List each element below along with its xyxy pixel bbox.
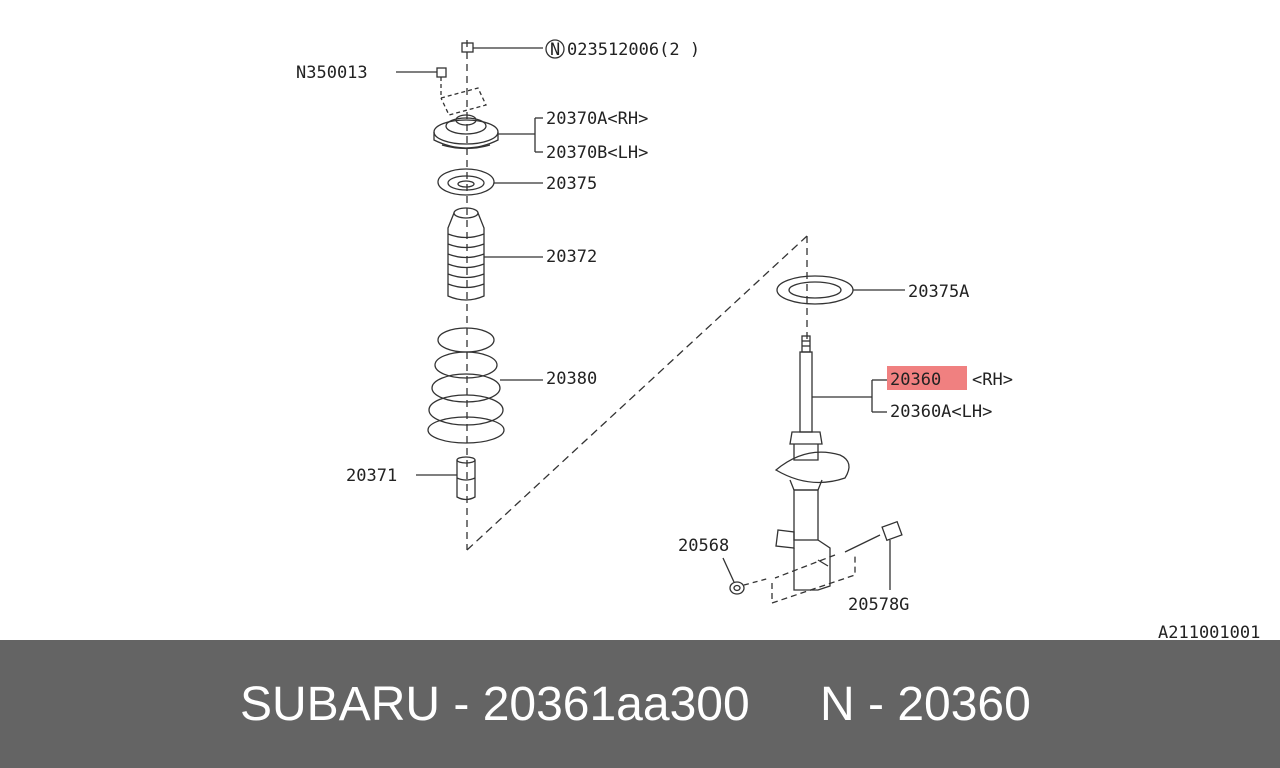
top-nut-part [461,42,543,53]
spring-seat-part [437,168,543,196]
small-nut-part [396,67,447,98]
bump-stopper-part [416,456,476,501]
callout-20371: 20371 [346,466,397,486]
diagram-code: A211001001 [1158,623,1260,640]
callout-023512006: 023512006(2 ) [567,40,700,60]
parts-diagram: N 023512006(2 ) N350013 20370A<RH> 20370… [296,39,1261,640]
callout-n350013: N350013 [296,63,368,83]
highlight-20360 [887,366,967,390]
callout-023512006-mark: N [550,40,560,60]
upper-seat-part [776,275,905,305]
mount-stud-lines [440,87,487,116]
callout-20380: 20380 [546,369,597,389]
callout-20360: 20360 [890,370,941,390]
cross-dashed-line [466,235,808,551]
n-marker-circle-icon [545,39,565,59]
bolt-part [771,520,903,604]
callout-20568: 20568 [678,536,729,556]
callout-20375: 20375 [546,174,597,194]
footer-bar: SUBARU - 20361aa300 N - 20360 [0,640,1280,768]
nut-20568-part [722,557,771,595]
diagram-canvas: N 023512006(2 ) N350013 20370A<RH> 20370… [296,39,1260,640]
dust-boot-part [447,207,543,301]
callout-20578g: 20578G [848,595,909,615]
shock-absorber-part [774,335,887,591]
footer-diagram-ref: N - 20360 [820,678,1031,731]
strut-mount-part [433,114,543,153]
footer-part-number: SUBARU - 20361aa300 [240,678,750,731]
coil-spring-part [427,327,543,444]
callout-20370b: 20370B<LH> [546,143,648,163]
callout-20372: 20372 [546,247,597,267]
callout-20370a: 20370A<RH> [546,109,648,129]
callout-20375a: 20375A [908,282,969,302]
callout-20360-rh: <RH> [972,370,1013,390]
callout-20360a: 20360A<LH> [890,402,992,422]
